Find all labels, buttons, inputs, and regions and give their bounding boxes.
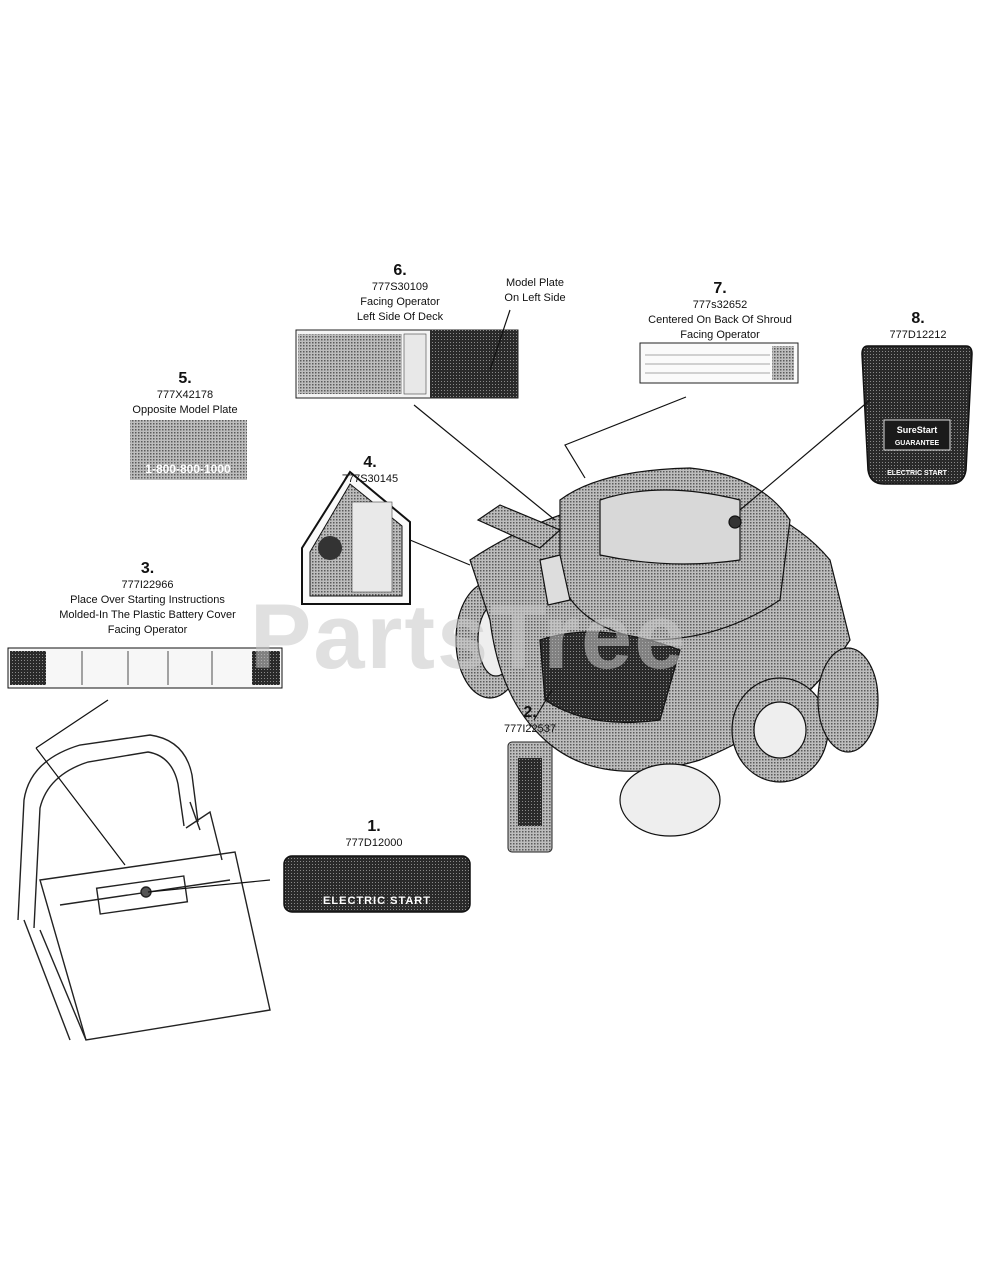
callout-4-part: 777S30145 (341, 473, 399, 485)
callout-3-line1: Place Over Starting Instructions (70, 594, 225, 606)
callout-3-part: 777I22966 (121, 579, 174, 591)
callout-2: 2. 777I22537 (480, 704, 580, 737)
decal-3 (7, 647, 283, 689)
callout-5-line1: Opposite Model Plate (132, 404, 238, 416)
callout-5-number: 5. (178, 370, 192, 387)
callout-8-part: 777D12212 (889, 329, 947, 341)
model-plate-line2: On Left Side (504, 292, 566, 304)
callout-5-part: 777X42178 (156, 389, 214, 401)
mower-drawing (455, 467, 879, 837)
callout-3-number: 3. (140, 560, 155, 577)
decal-2 (507, 741, 553, 853)
callout-6-number: 6. (393, 262, 407, 279)
callout-4-number: 4. (363, 454, 377, 471)
decal-6 (295, 329, 519, 399)
callout-8: 8. 777D12212 (868, 310, 968, 343)
decal-1-text: ELECTRIC START (323, 895, 431, 907)
callout-7-number: 7. (713, 280, 727, 297)
callout-6-line1: Facing Operator (360, 296, 440, 308)
watermark: PartsTree (250, 586, 688, 688)
model-plate-label: Model Plate On Left Side (480, 276, 590, 306)
decal-7 (639, 342, 799, 384)
callout-8-number: 8. (911, 310, 925, 327)
handle-drawing (17, 734, 271, 1041)
decal-8-bottom: ELECTRIC START (887, 470, 947, 477)
callout-6-part: 777S30109 (371, 281, 429, 293)
callout-7-line1: Centered On Back Of Shroud (648, 314, 792, 326)
callout-6-line2: Left Side Of Deck (356, 311, 444, 323)
callout-1-part: 777D12000 (345, 837, 403, 849)
callout-7-line2: Facing Operator (680, 329, 760, 341)
callout-3-line3: Facing Operator (107, 624, 188, 636)
callout-3-line2: Molded-In The Plastic Battery Cover (59, 609, 236, 621)
callout-7-part: 777s32652 (692, 299, 748, 311)
decal-4 (301, 470, 411, 605)
decal-5-text: 1-800-800-1000 (145, 462, 231, 476)
callout-6: 6. 777S30109 Facing Operator Left Side O… (320, 262, 480, 325)
decal-8-sub: GUARANTEE (895, 440, 940, 447)
decal-1: ELECTRIC START (283, 855, 471, 913)
callout-2-part: 777I22537 (504, 723, 556, 735)
callout-4: 4. 777S30145 (310, 454, 430, 487)
decal-8: SureStart GUARANTEE ELECTRIC START (861, 345, 973, 485)
decal-5: 1-800-800-1000 (130, 420, 247, 480)
callout-3: 3. 777I22966 Place Over Starting Instruc… (40, 560, 255, 638)
callout-7: 7. 777s32652 Centered On Back Of Shroud … (620, 280, 820, 343)
callout-2-number: 2. (523, 704, 537, 721)
callout-5: 5. 777X42178 Opposite Model Plate (110, 370, 260, 418)
callout-1-number: 1. (367, 818, 381, 835)
callout-1: 1. 777D12000 (324, 818, 424, 851)
leader-lines (35, 309, 871, 893)
model-plate-line1: Model Plate (505, 277, 565, 289)
decal-8-brand: SureStart (897, 425, 938, 435)
